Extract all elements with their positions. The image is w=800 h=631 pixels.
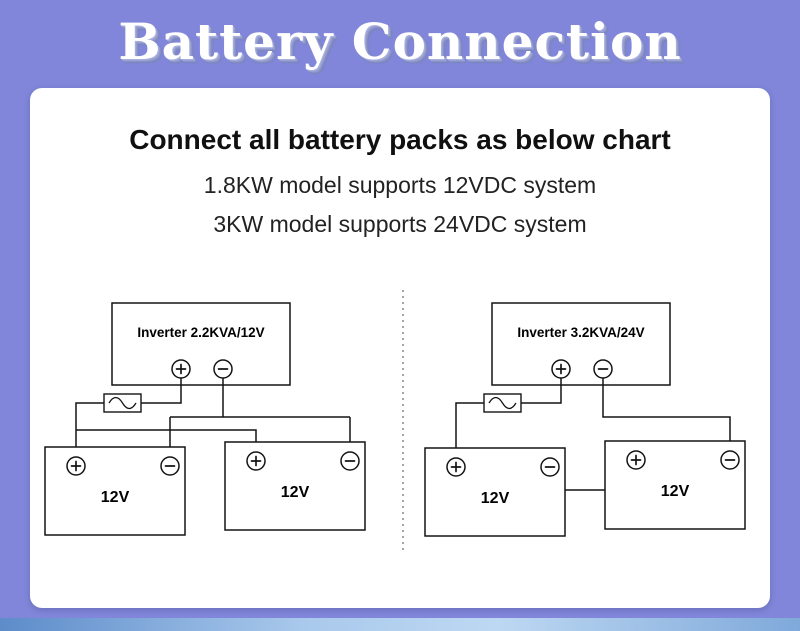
positive-terminal-icon [551, 359, 571, 379]
positive-terminal-icon [246, 451, 266, 471]
negative-terminal-icon [540, 457, 560, 477]
positive-terminal-icon [626, 450, 646, 470]
inverter-label: Inverter 3.2KVA/24V [517, 325, 644, 340]
minus-wire [602, 378, 731, 451]
page-title: Battery Connection [118, 12, 682, 71]
negative-terminal-icon [340, 451, 360, 471]
inverter-box [491, 302, 671, 386]
negative-terminal-icon [213, 359, 233, 379]
negative-terminal-icon [160, 456, 180, 476]
model-line-2: 3KW model supports 24VDC system [213, 210, 587, 237]
inverter-box [111, 302, 291, 386]
positive-terminal-icon [66, 456, 86, 476]
fuse-icon [483, 393, 522, 413]
battery-label: 12V [101, 489, 130, 506]
battery-label: 12V [481, 490, 510, 507]
card-heading: Connect all battery packs as below chart [129, 124, 671, 155]
right-diagram: Inverter 3.2KVA/24V 12V 12V [424, 302, 746, 537]
model-line-1: 1.8KW model supports 12VDC system [203, 172, 597, 198]
negative-terminal-icon [593, 359, 613, 379]
minus-wire [169, 378, 351, 457]
negative-terminal-icon [720, 450, 740, 470]
wiring-diagram: Inverter 2.2KVA/12V 12V 12V Inverter 3 [44, 290, 746, 552]
banner: Battery Connection [0, 0, 800, 88]
left-diagram: Inverter 2.2KVA/12V 12V 12V [44, 302, 366, 536]
content-card: Connect all battery packs as below chart… [30, 88, 770, 608]
plus-wire [455, 378, 562, 458]
battery-label: 12V [281, 484, 310, 501]
positive-terminal-icon [171, 359, 191, 379]
battery-label: 12V [661, 483, 690, 500]
fuse-icon [103, 393, 142, 413]
inverter-label: Inverter 2.2KVA/12V [137, 325, 264, 340]
positive-terminal-icon [446, 457, 466, 477]
footer-strip [0, 618, 800, 631]
